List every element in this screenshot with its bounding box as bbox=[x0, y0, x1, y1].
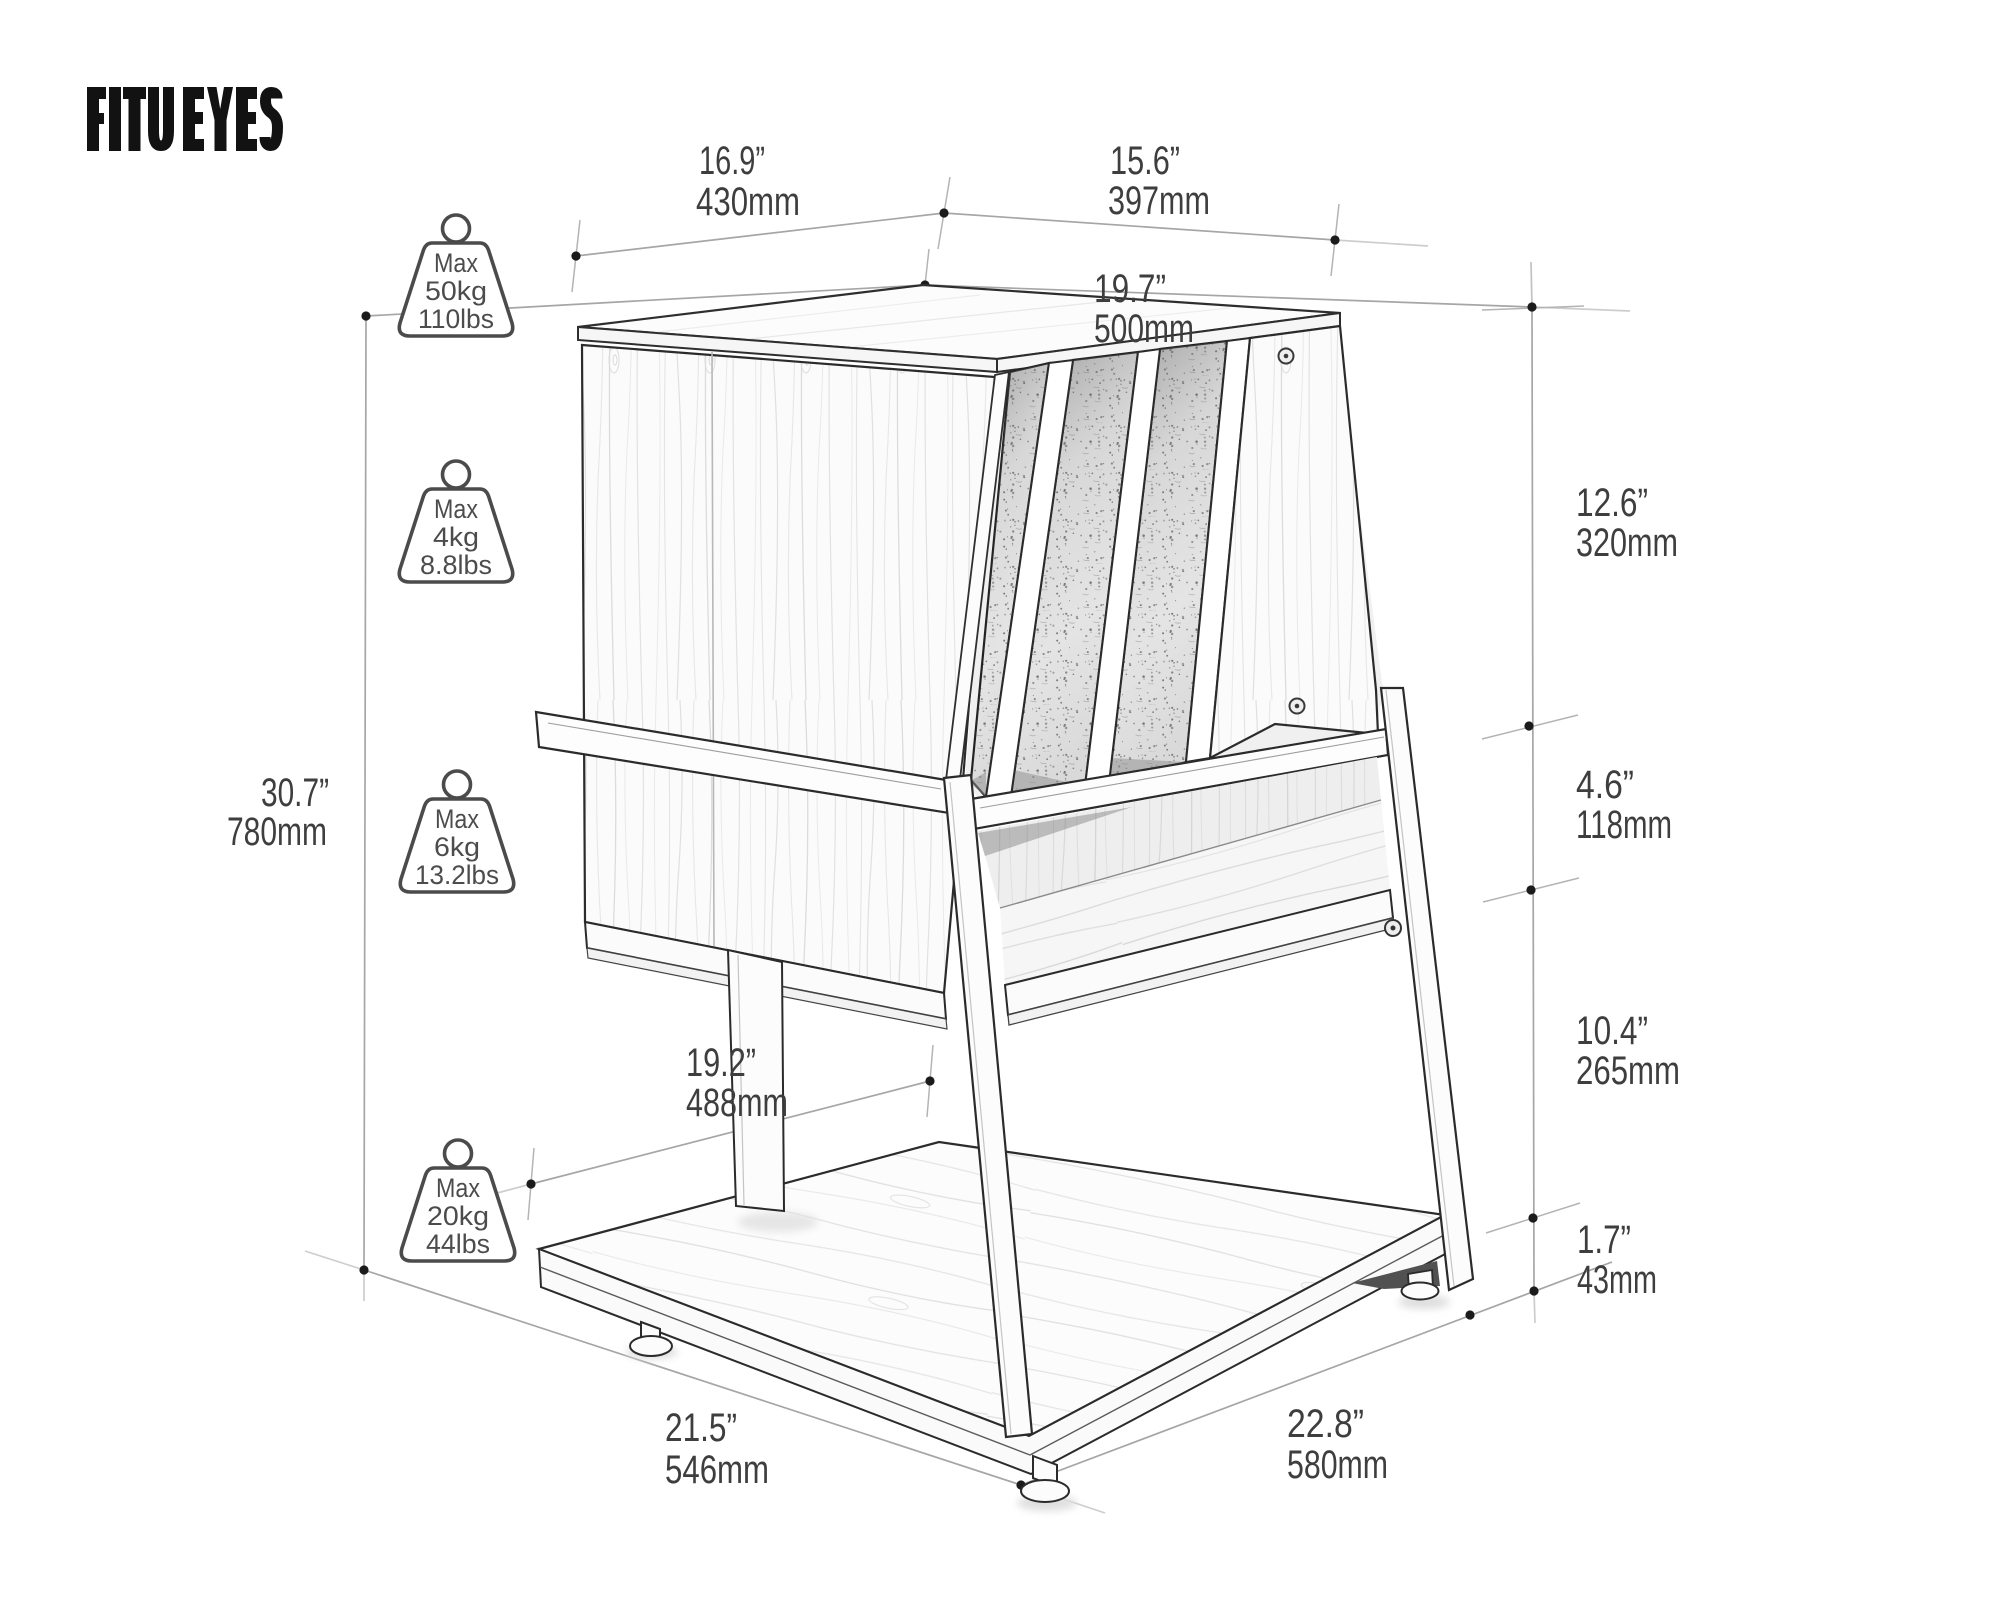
svg-text:30.7”: 30.7” bbox=[261, 771, 329, 815]
svg-text:430mm: 430mm bbox=[696, 180, 800, 224]
svg-text:500mm: 500mm bbox=[1094, 307, 1194, 351]
svg-text:22.8”: 22.8” bbox=[1287, 1402, 1364, 1446]
svg-text:118mm: 118mm bbox=[1576, 803, 1672, 847]
svg-text:19.7”: 19.7” bbox=[1094, 267, 1166, 311]
svg-text:4.6”: 4.6” bbox=[1576, 763, 1634, 807]
svg-text:Max: Max bbox=[436, 1173, 480, 1203]
svg-text:20kg: 20kg bbox=[427, 1201, 489, 1231]
svg-text:780mm: 780mm bbox=[227, 810, 327, 854]
svg-text:15.6”: 15.6” bbox=[1110, 139, 1180, 183]
svg-text:265mm: 265mm bbox=[1576, 1049, 1680, 1093]
svg-text:19.2”: 19.2” bbox=[686, 1041, 756, 1085]
svg-text:320mm: 320mm bbox=[1576, 521, 1678, 565]
svg-text:397mm: 397mm bbox=[1108, 179, 1210, 223]
svg-text:44lbs: 44lbs bbox=[426, 1229, 490, 1259]
svg-text:6kg: 6kg bbox=[434, 832, 480, 862]
svg-text:580mm: 580mm bbox=[1287, 1443, 1388, 1487]
svg-text:10.4”: 10.4” bbox=[1576, 1009, 1648, 1053]
svg-text:110lbs: 110lbs bbox=[418, 304, 494, 334]
svg-text:Max: Max bbox=[434, 248, 478, 278]
svg-text:16.9”: 16.9” bbox=[699, 139, 765, 183]
svg-text:Max: Max bbox=[435, 804, 479, 834]
svg-text:488mm: 488mm bbox=[686, 1081, 788, 1125]
svg-text:21.5”: 21.5” bbox=[665, 1406, 737, 1450]
svg-text:43mm: 43mm bbox=[1577, 1258, 1657, 1302]
svg-text:50kg: 50kg bbox=[425, 276, 487, 306]
svg-text:13.2lbs: 13.2lbs bbox=[415, 860, 499, 890]
svg-text:4kg: 4kg bbox=[433, 522, 479, 552]
svg-text:8.8lbs: 8.8lbs bbox=[420, 550, 492, 580]
svg-text:1.7”: 1.7” bbox=[1577, 1218, 1631, 1262]
svg-text:546mm: 546mm bbox=[665, 1448, 769, 1492]
svg-text:12.6”: 12.6” bbox=[1576, 481, 1648, 525]
svg-text:Max: Max bbox=[434, 494, 478, 524]
